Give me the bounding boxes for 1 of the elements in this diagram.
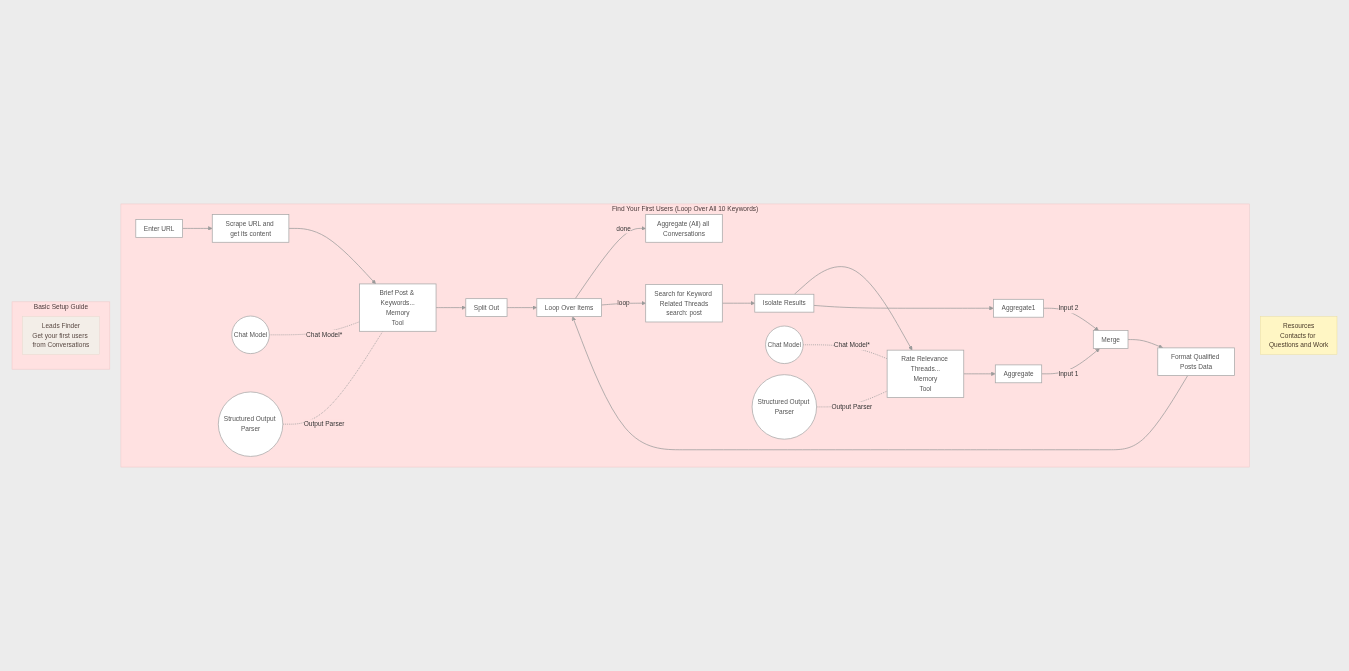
connector: [282, 330, 384, 425]
